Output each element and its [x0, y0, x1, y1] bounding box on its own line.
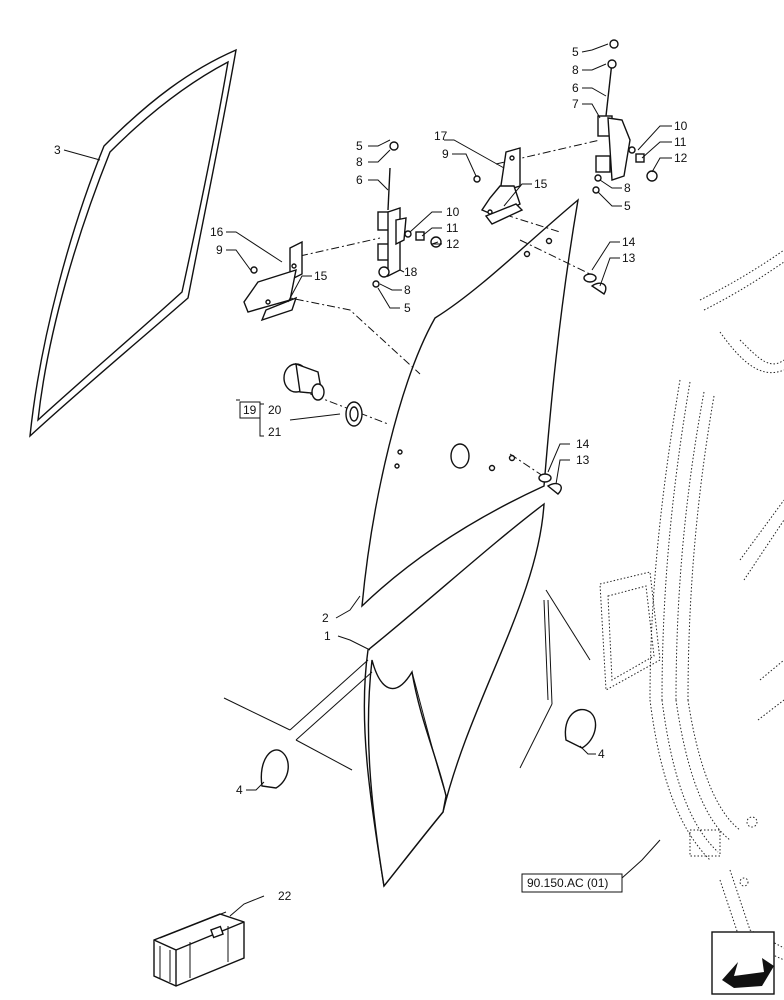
callout-7: 7 [572, 97, 579, 111]
callout-1: 1 [324, 629, 331, 643]
callout-19-box [239, 401, 261, 419]
callout-16: 16 [210, 225, 224, 239]
callout-5-top-right: 5 [572, 45, 579, 59]
callout-14-lower: 14 [576, 437, 590, 451]
reference-box [521, 873, 623, 893]
hinge-upper [473, 147, 524, 225]
callout-14-upper: 14 [622, 235, 636, 249]
callout-19: 19 [243, 403, 257, 417]
callout-10-right: 10 [674, 119, 688, 133]
fastener-13-14-upper [583, 273, 607, 295]
callout-6-center: 6 [356, 173, 363, 187]
callout-8-top-right: 8 [572, 63, 579, 77]
hinge-center [372, 141, 442, 288]
callout-10-center: 10 [446, 205, 460, 219]
handle-knob [283, 362, 363, 427]
glass-reflection-lines [223, 589, 591, 771]
callout-12-center: 12 [446, 237, 460, 251]
callout-15-upper: 15 [534, 177, 548, 191]
callout-5-center-top: 5 [356, 139, 363, 153]
callout-21: 21 [268, 425, 282, 439]
lower-glass-panel [363, 502, 545, 888]
callout-15-left: 15 [314, 269, 328, 283]
fastener-13-14-lower [538, 473, 562, 495]
callout-3: 3 [54, 143, 61, 157]
side-glass-panel [361, 198, 580, 608]
callout-2: 2 [322, 611, 329, 625]
bumper-pad-left [260, 749, 289, 789]
hinge-left [243, 240, 303, 322]
callout-4-left: 4 [236, 783, 243, 797]
cab-frame-outline [599, 249, 784, 961]
callout-11-center: 11 [446, 221, 459, 235]
callout-5-center-lower: 5 [404, 301, 411, 315]
callout-13-lower: 13 [576, 453, 590, 467]
callout-12-right: 12 [674, 151, 688, 165]
next-page-arrow-icon[interactable] [711, 931, 775, 995]
kit-crate-icon [153, 911, 245, 987]
reference-label[interactable]: 90.150.AC (01) [527, 876, 608, 890]
callout-17: 17 [434, 129, 448, 143]
callout-9-upper: 9 [442, 147, 449, 161]
callout-8-center-top: 8 [356, 155, 363, 169]
callout-9-left: 9 [216, 243, 223, 257]
leader-lines [63, 43, 672, 917]
callout-4-right: 4 [598, 747, 605, 761]
bumper-pad-right [564, 708, 597, 749]
callout-8-center-lower: 8 [404, 283, 411, 297]
seal-frame [29, 48, 237, 438]
callout-11-right: 11 [674, 135, 687, 149]
callout-8-right-lower: 8 [624, 181, 631, 195]
callout-5-right-lower: 5 [624, 199, 631, 213]
callout-13-upper: 13 [622, 251, 636, 265]
callout-6-top-right: 6 [572, 81, 579, 95]
callout-22: 22 [278, 889, 292, 903]
callout-18: 18 [404, 265, 418, 279]
hinge-right [592, 39, 658, 194]
callout-20: 20 [268, 403, 282, 417]
callout-labels: 3 5 8 6 7 10 11 12 8 5 5 8 6 17 9 15 10 … [54, 45, 688, 903]
